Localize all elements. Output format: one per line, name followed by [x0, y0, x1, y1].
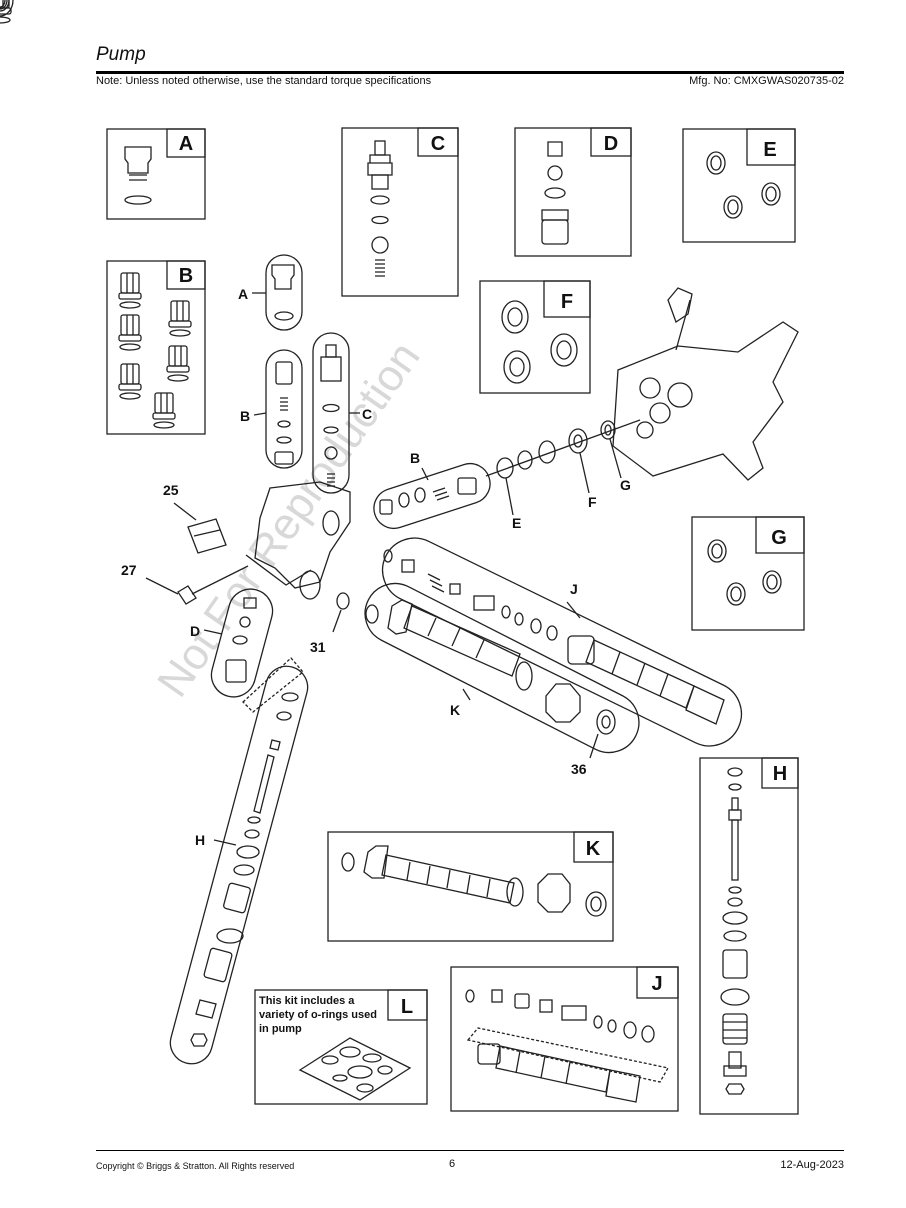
kit-f-box: F	[0, 0, 591, 394]
footer-rule	[96, 1150, 844, 1151]
title-rule	[96, 71, 844, 74]
kit-l-text-line-1: This kit includes a	[259, 995, 355, 1007]
kit-e-letter: E	[763, 139, 776, 161]
kit-k-letter: K	[586, 838, 601, 860]
kit-c-letter: C	[431, 133, 445, 155]
mfg-number: Mfg. No: CMXGWAS020735-02	[689, 75, 844, 87]
watermark-text: Not For Reproduction	[148, 333, 429, 706]
kit-l-text-line-2: variety of o-rings used	[259, 1009, 377, 1021]
page-number: 6	[449, 1158, 456, 1170]
callout-b-diagonal: B	[410, 450, 420, 466]
kit-l-text-line-3: in pump	[259, 1023, 302, 1035]
main-assembly	[145, 254, 799, 1065]
callout-k: K	[450, 702, 460, 718]
kit-h-letter: H	[773, 763, 787, 785]
callout-labels: A B C B E F G 25 27 D 31 J K 36 H	[121, 286, 631, 848]
callout-f: F	[588, 494, 597, 510]
callout-27: 27	[121, 562, 137, 578]
callout-31: 31	[310, 639, 326, 655]
callout-36: 36	[571, 761, 587, 777]
kit-b-letter: B	[179, 265, 193, 287]
torque-note: Note: Unless noted otherwise, use the st…	[96, 75, 432, 87]
kit-d-box: D	[514, 127, 632, 257]
kit-j-letter: J	[651, 973, 662, 995]
kit-h-box: H	[699, 757, 799, 1115]
kit-k-box: K	[327, 831, 614, 942]
kit-c-box: C	[341, 127, 459, 297]
callout-g: G	[620, 477, 631, 493]
callout-d: D	[190, 623, 200, 639]
kit-d-letter: D	[604, 133, 618, 155]
kit-b-box: B	[0, 0, 206, 435]
kit-g-box: G	[691, 516, 805, 631]
kit-f-letter: F	[561, 291, 573, 313]
kit-g-letter: G	[771, 527, 787, 549]
kit-l-box: L This kit includes a variety of o-rings…	[254, 989, 428, 1105]
kit-j-box: J	[450, 966, 679, 1112]
callout-h: H	[195, 832, 205, 848]
kit-a-box: A	[106, 128, 206, 220]
kit-e-box: E	[0, 0, 796, 243]
callout-j: J	[570, 581, 578, 597]
page-title: Pump	[96, 44, 146, 65]
kit-l-letter: L	[401, 996, 413, 1018]
callout-a: A	[238, 286, 248, 302]
kit-a-letter: A	[179, 133, 193, 155]
callout-e: E	[512, 515, 521, 531]
document-date: 12-Aug-2023	[780, 1159, 844, 1171]
callout-c: C	[362, 406, 372, 422]
callout-25: 25	[163, 482, 179, 498]
copyright: Copyright © Briggs & Stratton. All Right…	[96, 1161, 295, 1171]
callout-b: B	[240, 408, 250, 424]
